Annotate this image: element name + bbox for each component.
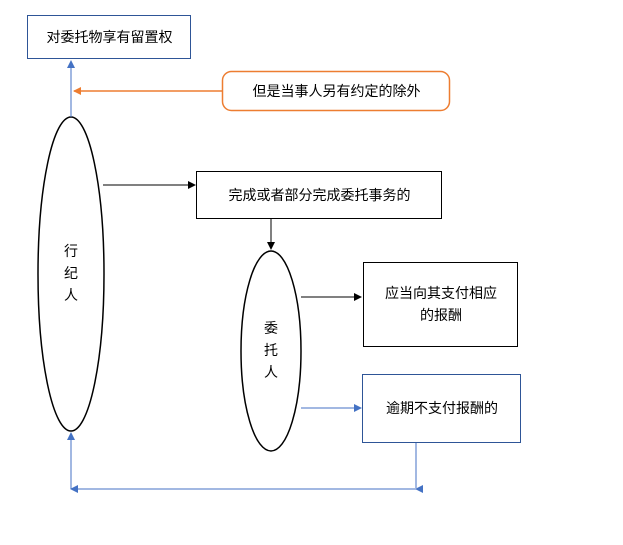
principal-label: 委 托 人: [264, 321, 278, 381]
lien-right-text: 对委托物享有留置权: [46, 29, 173, 46]
should-pay-box: [363, 262, 518, 347]
principal-ellipse: [240, 250, 302, 452]
overdue-unpaid-box: [362, 374, 521, 443]
completed-task-box: [196, 171, 442, 219]
broker-label: 行 纪 人: [64, 244, 78, 304]
exception-box: [221, 70, 451, 112]
exception-text: 但是当事人另有约定的除外: [252, 83, 421, 100]
overdue-unpaid-text: 逾期不支付报酬的: [386, 401, 498, 417]
lien-right-box: [27, 15, 191, 59]
completed-task-text: 完成或者部分完成委托事务的: [228, 187, 411, 204]
should-pay-text: 应当向其支付相应 的报酬: [385, 286, 497, 324]
